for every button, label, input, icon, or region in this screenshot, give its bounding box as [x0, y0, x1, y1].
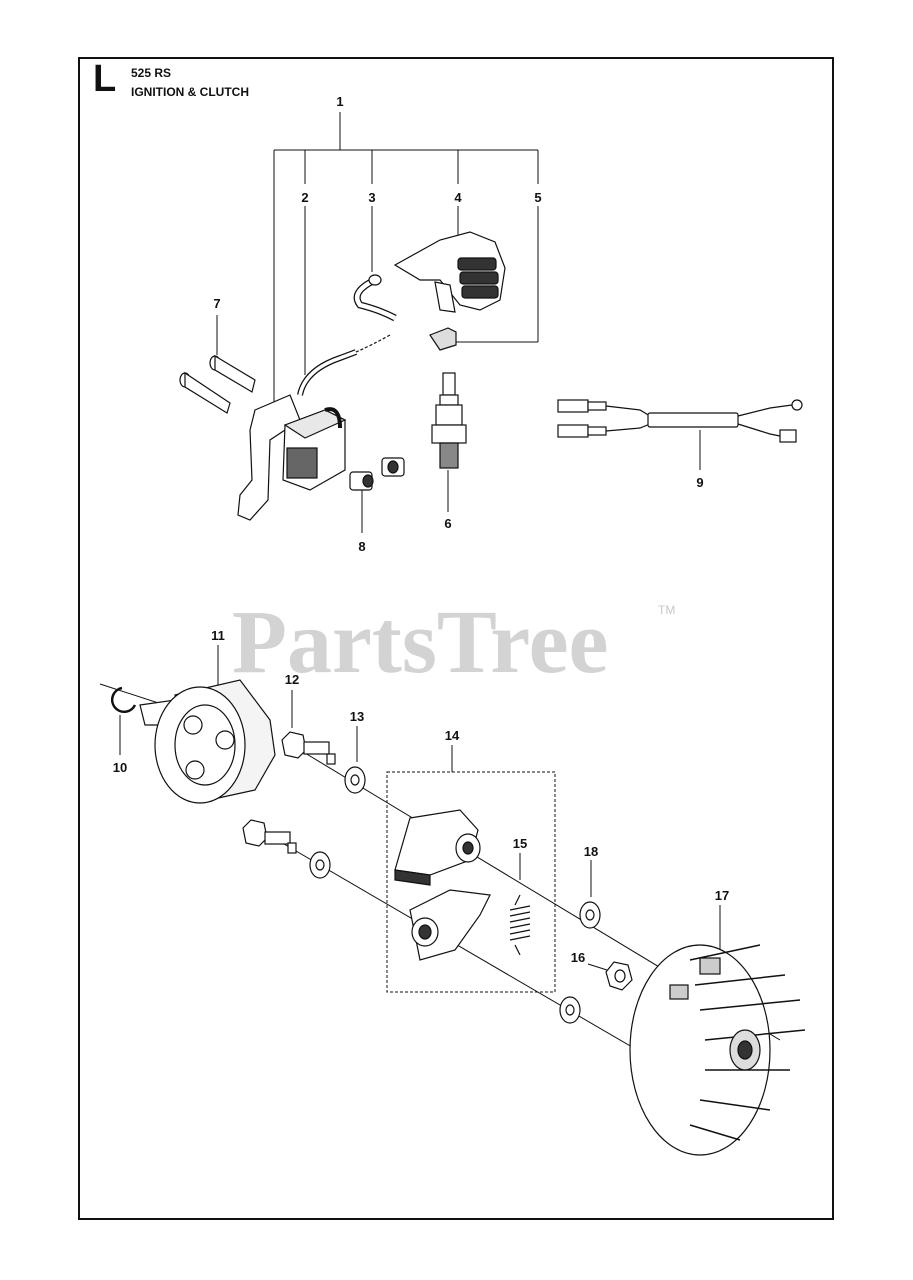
callout-4: 4 — [454, 190, 462, 205]
callout-12: 12 — [285, 672, 299, 687]
callout-6: 6 — [444, 516, 451, 531]
diagram-frame — [78, 57, 834, 1220]
callout-13: 13 — [350, 709, 364, 724]
flywheel — [629, 944, 806, 1156]
washer — [309, 766, 601, 1024]
wire-harness — [557, 399, 803, 443]
callout-8: 8 — [358, 539, 365, 554]
section-letter: L — [93, 58, 117, 100]
section-title: IGNITION & CLUTCH — [131, 85, 249, 99]
callout-7: 7 — [213, 296, 220, 311]
model-number: 525 RS — [131, 66, 172, 80]
clutch-shoe — [394, 809, 491, 961]
nut — [605, 961, 633, 991]
callout-10: 10 — [113, 760, 127, 775]
callout-9: 9 — [696, 475, 703, 490]
spacer — [349, 457, 405, 491]
callout-2: 2 — [301, 190, 308, 205]
callout-3: 3 — [368, 190, 375, 205]
shoulder-bolt — [242, 731, 336, 854]
callout-1: 1 — [336, 94, 343, 109]
ignition-coil — [237, 334, 391, 521]
clutch-drum — [139, 679, 276, 804]
spark-plug — [431, 372, 467, 469]
spark-plug-cap — [353, 231, 506, 351]
screw — [179, 354, 256, 414]
callout-15: 15 — [513, 836, 527, 851]
callout-14: 14 — [445, 728, 460, 743]
callout-16: 16 — [571, 950, 585, 965]
callout-18: 18 — [584, 844, 598, 859]
callout-11: 11 — [211, 628, 225, 643]
clutch-spring — [509, 894, 531, 956]
callout-17: 17 — [715, 888, 729, 903]
watermark-text: PartsTree — [232, 593, 608, 692]
watermark-trademark: TM — [658, 603, 675, 617]
circlip — [110, 686, 137, 714]
callout-5: 5 — [534, 190, 541, 205]
